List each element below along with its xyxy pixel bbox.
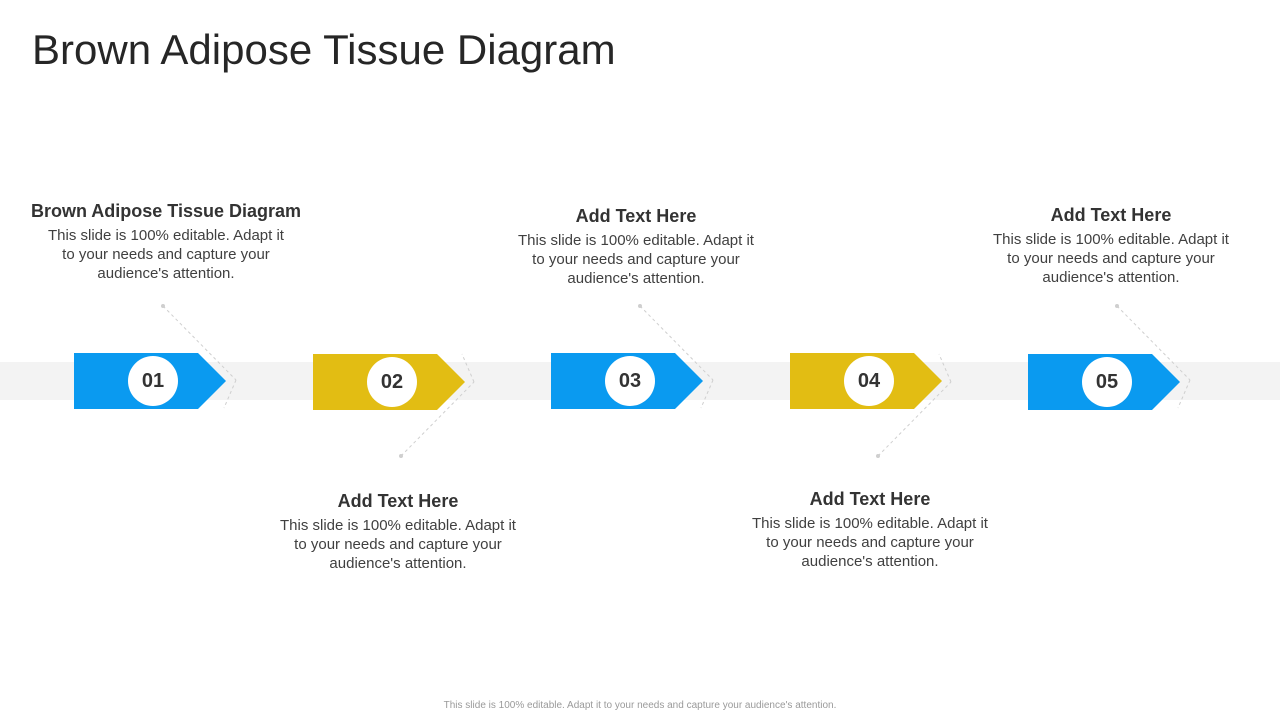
connector-line-3b (700, 379, 714, 409)
connector-line-2b (461, 353, 475, 383)
connector-line-1b (223, 379, 237, 409)
step-04-arrow: 04 (790, 353, 950, 409)
connector-line-2 (400, 381, 475, 457)
connector-line-5 (1116, 305, 1191, 381)
step-01-heading: Brown Adipose Tissue Diagram (30, 201, 302, 221)
step-01-body: This slide is 100% editable. Adapt it to… (48, 227, 284, 282)
step-02-body: This slide is 100% editable. Adapt it to… (280, 517, 516, 572)
step-04-heading: Add Text Here (809, 489, 931, 509)
step-03-arrow: 03 (551, 353, 711, 409)
connector-line-4b (938, 353, 952, 383)
page-title: Brown Adipose Tissue Diagram (32, 26, 616, 73)
connector-line-3 (639, 305, 714, 381)
connector-line-1 (162, 305, 237, 381)
step-number-05: 05 (1082, 357, 1132, 407)
step-04-text: Add Text Here This slide is 100% editabl… (730, 489, 1010, 571)
step-number-04: 04 (844, 356, 894, 406)
step-03-heading: Add Text Here (575, 206, 697, 226)
step-01-arrow: 01 (74, 353, 234, 409)
connector-line-5b (1177, 379, 1191, 409)
step-05-text: Add Text Here This slide is 100% editabl… (971, 205, 1251, 287)
step-04-body: This slide is 100% editable. Adapt it to… (752, 515, 988, 570)
footer-note: This slide is 100% editable. Adapt it to… (443, 700, 837, 711)
connector-dot-3 (638, 304, 642, 308)
step-03-text: Add Text Here This slide is 100% editabl… (496, 206, 776, 288)
step-01-text: Brown Adipose Tissue Diagram This slide … (26, 201, 306, 283)
connector-dot-2 (399, 454, 403, 458)
step-number-02: 02 (367, 357, 417, 407)
connector-dot-5 (1115, 304, 1119, 308)
step-05-arrow: 05 (1028, 354, 1188, 410)
step-number-01: 01 (128, 356, 178, 406)
connector-dot-1 (161, 304, 165, 308)
step-02-text: Add Text Here This slide is 100% editabl… (258, 491, 538, 573)
connector-line-4 (877, 381, 952, 457)
step-03-body: This slide is 100% editable. Adapt it to… (518, 232, 754, 287)
step-05-heading: Add Text Here (1050, 205, 1172, 225)
connector-dot-4 (876, 454, 880, 458)
step-number-03: 03 (605, 356, 655, 406)
step-02-heading: Add Text Here (337, 491, 459, 511)
step-02-arrow: 02 (313, 354, 473, 410)
step-05-body: This slide is 100% editable. Adapt it to… (993, 231, 1229, 286)
